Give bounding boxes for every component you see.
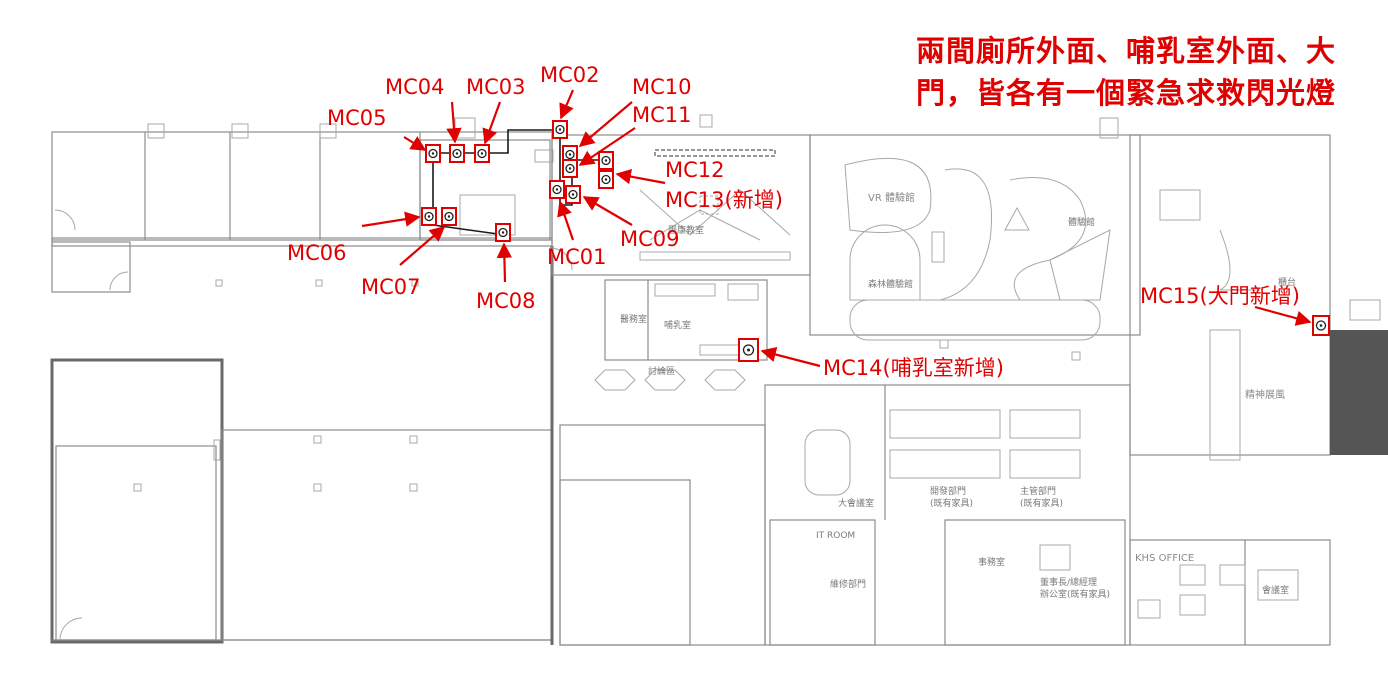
marker-label-mc10: MC10 bbox=[632, 75, 692, 99]
marker-label-mc11: MC11 bbox=[632, 103, 692, 127]
marker-box-mc02 bbox=[552, 120, 568, 139]
arrow-mc01 bbox=[557, 200, 575, 241]
room-label-experience: 體驗館 bbox=[1068, 216, 1095, 228]
arrow-mc06 bbox=[361, 211, 421, 228]
room-label-vr: VR 體驗館 bbox=[868, 191, 915, 204]
marker-label-mc04: MC04 bbox=[385, 75, 445, 99]
flash-light-note-line2: 門，皆各有一個緊急求救閃光燈 bbox=[915, 76, 1336, 110]
arrow-mc02 bbox=[559, 89, 575, 120]
center-area bbox=[551, 114, 1331, 461]
marker-box-mc01 bbox=[549, 180, 565, 199]
room-label-dev-dept: 開發部門 bbox=[930, 485, 966, 497]
room-label-it-room: IT ROOM bbox=[816, 531, 855, 541]
arrow-mc07 bbox=[399, 225, 446, 266]
marker-label-mc05: MC05 bbox=[327, 106, 387, 130]
marker-label-mc15: MC15(大門新增) bbox=[1140, 284, 1300, 308]
arrow-mc11 bbox=[578, 127, 636, 166]
marker-box-mc05 bbox=[425, 144, 441, 163]
marker-box-mc04 bbox=[449, 144, 465, 163]
arrow-mc15 bbox=[1254, 305, 1312, 326]
room-label-medical: 醫務室 bbox=[620, 313, 647, 325]
marker-label-mc01: MC01 bbox=[547, 245, 607, 269]
room-label-spirit: 精神展風 bbox=[1245, 388, 1285, 401]
marker-label-mc14: MC14(哺乳室新增) bbox=[823, 356, 1004, 380]
arrow-mc09 bbox=[582, 196, 633, 226]
marker-label-mc06: MC06 bbox=[287, 241, 347, 265]
office-area bbox=[764, 299, 1388, 646]
arrow-mc03 bbox=[482, 101, 502, 145]
room-label-dev-dept-sub: (既有家具) bbox=[930, 497, 973, 509]
marker-label-mc13: MC13(新增) bbox=[665, 188, 783, 212]
room-label-mgmt-dept: 主管部門 bbox=[1020, 485, 1056, 497]
nursing-area bbox=[559, 279, 768, 646]
room-label-classroom: 團康教室 bbox=[668, 224, 704, 236]
marker-box-mc07 bbox=[441, 207, 457, 226]
room-label-maintenance: 維修部門 bbox=[830, 578, 866, 590]
marker-label-mc08: MC08 bbox=[476, 289, 536, 313]
marker-box-mc09 bbox=[565, 185, 581, 204]
arrow-mc10 bbox=[578, 101, 633, 147]
room-label-mgmt-dept-sub: (既有家具) bbox=[1020, 497, 1063, 509]
marker-devices bbox=[421, 120, 1330, 362]
arrow-mc04 bbox=[446, 101, 462, 144]
flash-light-note-line1: 兩間廁所外面、哺乳室外面、大 bbox=[915, 34, 1336, 68]
room-label-khs: KHS OFFICE bbox=[1135, 553, 1194, 564]
marker-box-mc06 bbox=[421, 207, 437, 226]
left-wing-walls bbox=[50, 123, 554, 645]
room-label-nursing: 哺乳室 bbox=[664, 319, 691, 331]
room-label-meeting-big: 大會議室 bbox=[838, 497, 874, 509]
room-label-secretary: 事務室 bbox=[978, 556, 1005, 568]
room-label-meeting-small: 會議室 bbox=[1262, 584, 1289, 596]
arrow-mc14 bbox=[760, 347, 821, 368]
marker-label-mc03: MC03 bbox=[466, 75, 526, 99]
flash-light-note: 兩間廁所外面、哺乳室外面、大 門，皆各有一個緊急求救閃光燈 bbox=[916, 30, 1336, 114]
marker-box-mc12 bbox=[598, 151, 614, 170]
marker-label-mc07: MC07 bbox=[361, 275, 421, 299]
room-label-forest: 森林體驗館 bbox=[868, 278, 913, 290]
marker-box-mc08 bbox=[495, 223, 511, 242]
marker-arrows bbox=[361, 89, 1312, 368]
marker-box-mc11 bbox=[562, 159, 578, 178]
marker-box-mc03 bbox=[474, 144, 490, 163]
room-label-chairman: 董事長/總經理 bbox=[1040, 576, 1097, 588]
arrow-mc12 bbox=[615, 168, 666, 185]
marker-label-mc12: MC12 bbox=[665, 158, 725, 182]
marker-box-mc13 bbox=[598, 170, 614, 189]
marker-label-mc02: MC02 bbox=[540, 63, 600, 87]
room-labels: VR 體驗館 體驗館 森林體驗館 哺乳室 醫務室 團康教室 討論區 精神展風 櫃… bbox=[620, 191, 1296, 600]
marker-box-mc14 bbox=[738, 338, 759, 362]
marker-labels: MC02 MC04 MC03 MC10 MC11 MC05 MC12 MC13(… bbox=[287, 63, 1300, 380]
room-label-chairman-sub: 辦公室(既有家具) bbox=[1040, 588, 1110, 600]
arrow-mc05 bbox=[403, 136, 427, 151]
arrow-mc08 bbox=[496, 242, 513, 283]
room-label-reading: 討論區 bbox=[648, 365, 675, 377]
room-label-counter: 櫃台 bbox=[1278, 276, 1296, 288]
marker-box-mc15 bbox=[1312, 315, 1330, 336]
marker-label-mc09: MC09 bbox=[620, 227, 680, 251]
